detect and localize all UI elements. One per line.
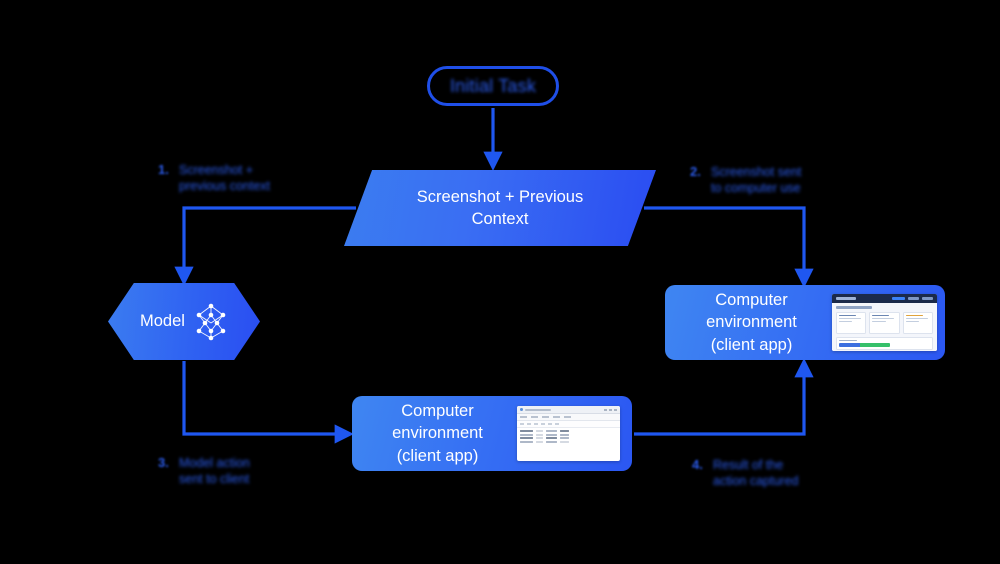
step-number: 2.	[690, 164, 701, 179]
thumbnail-topbar	[832, 294, 937, 303]
thumbnail-body	[832, 303, 937, 351]
thumbnail-nav-group	[892, 297, 933, 300]
thumbnail-menubar	[517, 414, 620, 421]
initial-task-label: Initial Task	[449, 75, 537, 96]
step-number: 3.	[158, 455, 169, 470]
thumbnail-card	[902, 311, 933, 334]
thumbnail-progress-bar	[839, 343, 890, 347]
computer-environment-bottom[interactable]: Computer environment (client app)	[352, 396, 632, 471]
initial-task-node[interactable]: Initial Task	[427, 66, 559, 106]
thumbnail-brand-mark	[836, 297, 856, 300]
thumbnail-toolbar	[517, 421, 620, 428]
context-node[interactable]: Screenshot + Previous Context	[344, 170, 656, 246]
context-node-label: Screenshot + Previous Context	[416, 187, 584, 228]
wire-model-to-bottom-env	[182, 361, 354, 444]
thumbnail-grid	[517, 428, 620, 446]
thumbnail-heading-bar	[836, 306, 872, 309]
step-number: 1.	[158, 162, 169, 177]
computer-environment-bottom-label: Computer environment (client app)	[392, 402, 483, 465]
wire-context-to-right-env	[644, 206, 814, 288]
step-text: Screenshot + previous context	[179, 163, 271, 193]
computer-environment-right[interactable]: Computer environment (client app)	[665, 285, 945, 360]
thumbnail-titlebar	[517, 406, 620, 414]
thumbnail-card-row	[836, 311, 933, 334]
model-node[interactable]: Model	[108, 283, 260, 360]
model-node-label: Model	[140, 312, 185, 330]
thumbnail-card	[869, 311, 900, 334]
thumbnail-card	[836, 311, 867, 334]
thumbnail-progress-panel	[836, 336, 933, 350]
step-annotation-2: 2. Screenshot sent to computer use	[690, 164, 801, 196]
step-text: Result of the action captured	[713, 458, 799, 488]
step-annotation-4: 4. Result of the action captured	[692, 457, 798, 489]
step-number: 4.	[692, 457, 703, 472]
step-text: Model action sent to client	[179, 456, 250, 486]
step-text: Screenshot sent to computer use	[711, 165, 802, 195]
step-annotation-1: 1. Screenshot + previous context	[158, 162, 270, 194]
dashboard-screenshot-thumbnail	[832, 294, 937, 351]
wire-bottom-env-to-right-env	[634, 358, 814, 436]
neural-network-icon	[194, 302, 228, 342]
wire-context-to-model	[174, 206, 356, 286]
step-annotation-3: 3. Model action sent to client	[158, 455, 250, 487]
computer-environment-right-label: Computer environment (client app)	[706, 291, 797, 354]
spreadsheet-screenshot-thumbnail	[517, 406, 620, 461]
